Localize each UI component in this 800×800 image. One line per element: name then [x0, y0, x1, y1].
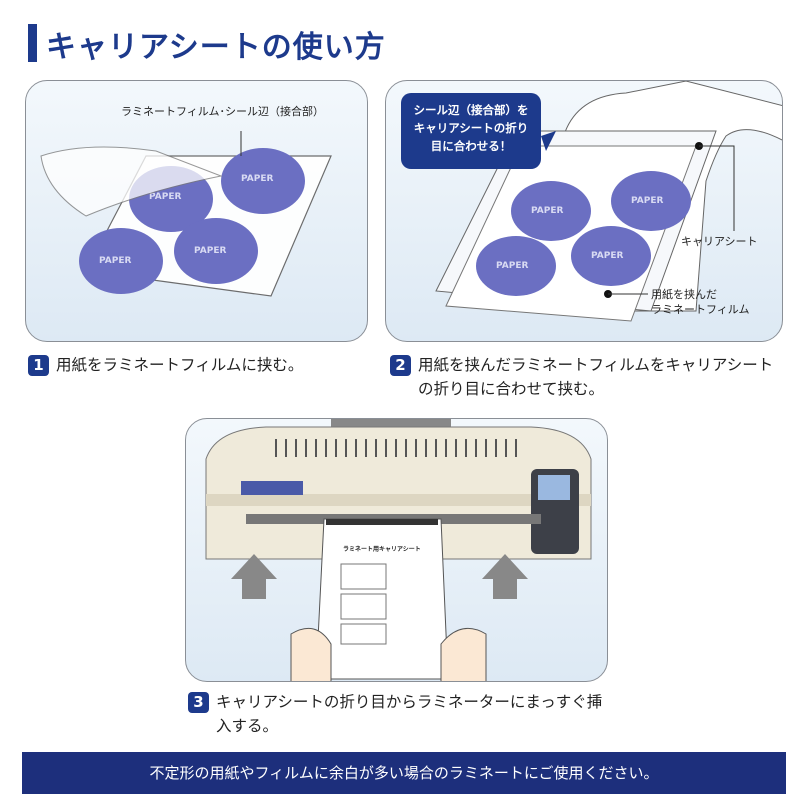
step1-illustration: PAPER PAPER PAPER PAPER ラミネートフィルム･シール辺（接…: [25, 80, 368, 342]
paper-text: PAPER: [149, 192, 181, 202]
paper-text: PAPER: [99, 256, 131, 266]
laminator-drawing: [205, 419, 592, 681]
carrier-sheet-drawing: PAPER PAPER PAPER PAPER: [435, 81, 782, 322]
step-2: 2 用紙を挟んだラミネートフィルムをキャリアシートの折り目に合わせて挟む。: [390, 353, 785, 401]
step3-illustration: ラミネート用キャリアシート: [185, 418, 608, 682]
step-1: 1 用紙をラミネートフィルムに挟む。: [28, 353, 368, 377]
paper-text: PAPER: [241, 174, 273, 184]
step-3: 3 キャリアシートの折り目からラミネーターにまっすぐ挿入する。: [188, 690, 608, 738]
step2-illustration: PAPER PAPER PAPER PAPER シール辺（接合部）をキャリアシー…: [385, 80, 783, 342]
paper-text: PAPER: [591, 251, 623, 261]
film-label-line2: ラミネートフィルム: [651, 303, 750, 316]
step-text: 用紙を挟んだラミネートフィルムをキャリアシートの折り目に合わせて挟む。: [418, 356, 774, 398]
paper-text: PAPER: [631, 196, 663, 206]
sheet-title: ラミネート用キャリアシート: [343, 546, 421, 553]
page-title: キャリアシートの使い方: [46, 30, 386, 65]
callout-bubble: シール辺（接合部）をキャリアシートの折り目に合わせる！: [401, 93, 541, 169]
paper-text: PAPER: [531, 206, 563, 216]
paper-text: PAPER: [496, 261, 528, 271]
film-seal-edge-label: ラミネートフィルム･シール辺（接合部）: [121, 105, 325, 118]
step-number: 1: [28, 355, 49, 376]
paper-text: PAPER: [194, 246, 226, 256]
usage-note-banner: 不定形の用紙やフィルムに余白が多い場合のラミネートにご使用ください。: [22, 752, 786, 794]
carrier-sheet-label: キャリアシート: [681, 235, 758, 248]
step-text: 用紙をラミネートフィルムに挟む。: [56, 356, 304, 374]
title-accent-bar: [28, 24, 37, 62]
film-with-papers-drawing: PAPER PAPER PAPER PAPER: [40, 131, 332, 297]
film-label-line1: 用紙を挟んだ: [651, 288, 717, 301]
step-number: 3: [188, 692, 209, 713]
step-text: キャリアシートの折り目からラミネーターにまっすぐ挿入する。: [216, 693, 603, 735]
step-number: 2: [390, 355, 411, 376]
